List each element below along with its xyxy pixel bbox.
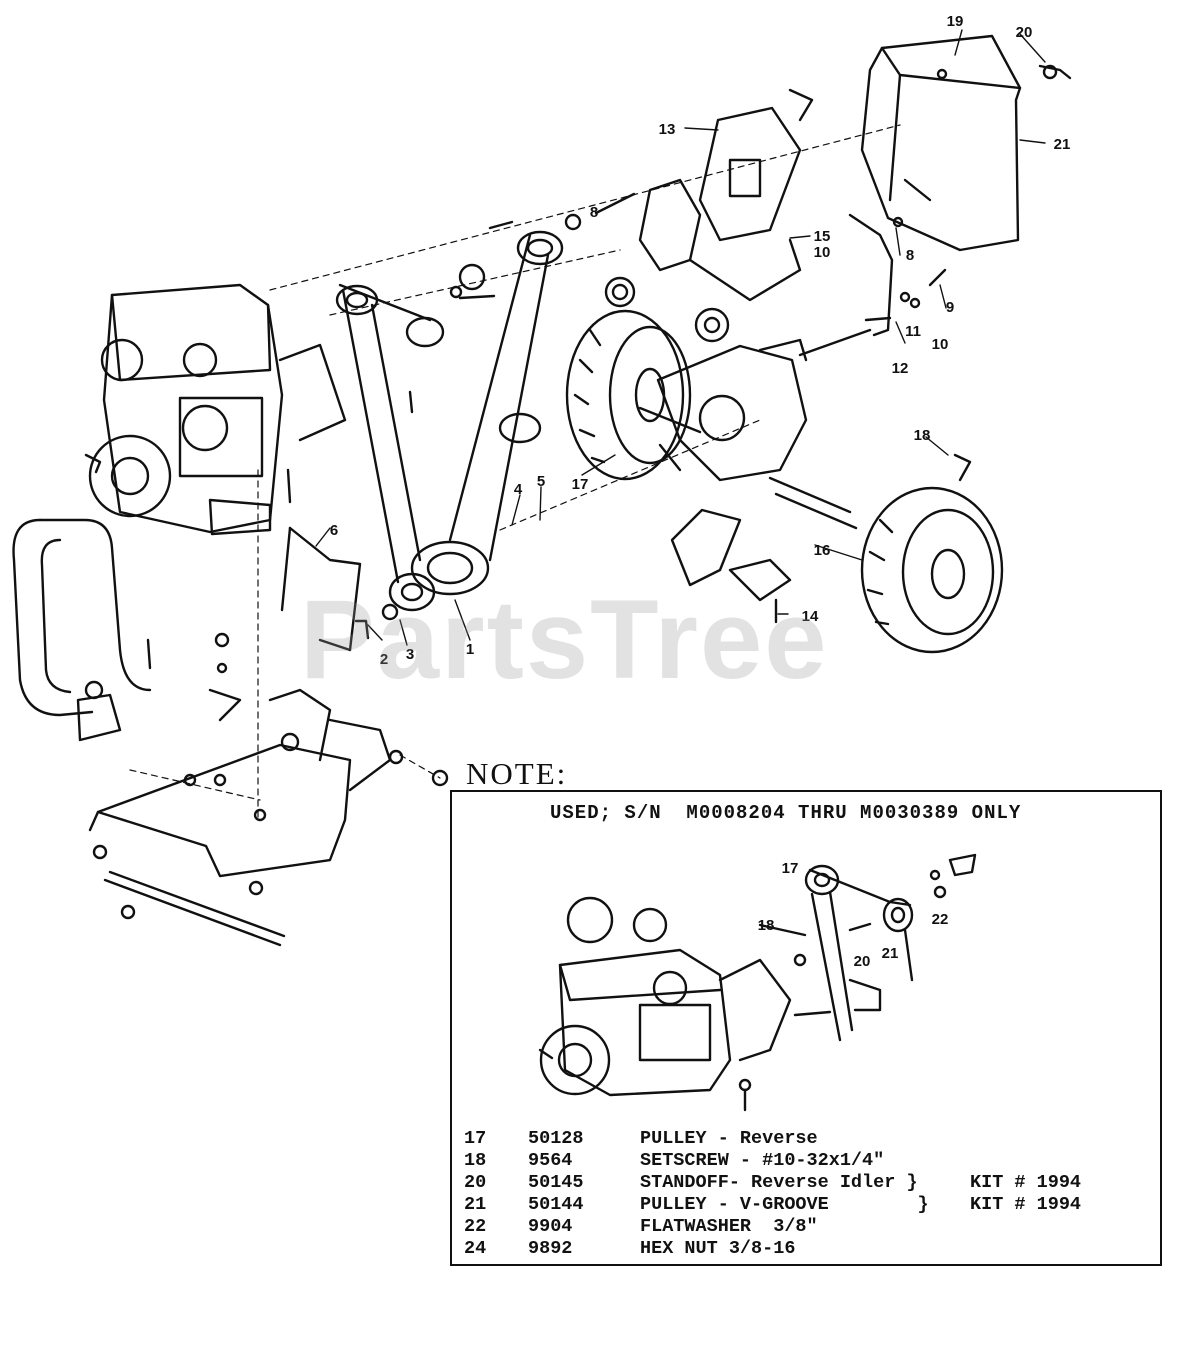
shift-lever [848,178,947,337]
parts-list: 17 50128 PULLEY - Reverse 18 9564 SETSCR… [462,1128,1154,1260]
part-item: 18 [464,1150,487,1171]
note-used-serials: USED; S/N M0008204 THRU M0030389 ONLY [550,802,1022,824]
parts-row: 21 50144 PULLEY - V-GROOVE } KIT # 1994 [462,1194,1154,1216]
engine [84,283,347,536]
callout-16: 16 [814,542,831,559]
callout-1: 1 [466,641,474,658]
handle-bar [12,518,230,742]
callout-17: 17 [572,476,589,493]
control-bracket [604,88,814,343]
part-item: 22 [464,1216,487,1237]
inset-callout-18: 18 [758,917,775,934]
inset-callout-17: 17 [782,860,799,877]
part-number: 50128 [528,1128,584,1149]
part-kit: KIT # 1994 [970,1194,1082,1215]
callout-21: 21 [1054,136,1071,153]
part-number: 9904 [528,1216,573,1237]
part-kit: KIT # 1994 [970,1172,1082,1193]
callout-4: 4 [514,481,523,498]
belt-guard-cover [860,34,1072,252]
part-item: 20 [464,1172,487,1193]
exploded-parts-diagram: 19 20 21 13 8 15 10 8 9 11 10 12 18 17 4… [12,13,1072,1112]
part-description: PULLEY - V-GROOVE } [640,1194,929,1215]
callout-12: 12 [892,360,909,377]
callout-8-right: 8 [906,247,914,264]
callout-13: 13 [659,121,676,138]
callout-10-upper: 10 [814,244,831,261]
part-description: PULLEY - Reverse [640,1128,818,1149]
parts-row: 20 50145 STANDOFF- Reverse Idler } KIT #… [462,1172,1154,1194]
callout-20: 20 [1016,24,1033,41]
parts-row: 24 9892 HEX NUT 3/8-16 [462,1238,1154,1260]
part-number: 50145 [528,1172,584,1193]
part-number: 9564 [528,1150,573,1171]
callout-10-lower: 10 [932,336,949,353]
callout-11: 11 [905,323,921,340]
part-number: 9892 [528,1238,573,1259]
part-item: 24 [464,1238,487,1259]
part-item: 21 [464,1194,487,1215]
inset-callout-20: 20 [854,953,871,970]
note-title: NOTE: [466,756,568,791]
assembly-lines [129,124,901,821]
parts-row: 18 9564 SETSCREW - #10-32x1/4" [462,1150,1154,1172]
part-description: STANDOFF- Reverse Idler } [640,1172,918,1193]
upper-idler-pulley [449,192,636,300]
part-description: SETSCREW - #10-32x1/4" [640,1150,885,1171]
callout-6: 6 [330,522,338,539]
inset-drawing [538,853,977,1112]
part-item: 17 [464,1128,487,1149]
parts-row: 17 50128 PULLEY - Reverse [462,1128,1154,1150]
part-description: HEX NUT 3/8-16 [640,1238,796,1259]
drive-belts [335,233,550,640]
callout-8-upper: 8 [590,204,598,221]
transmission [638,328,872,530]
callout-18: 18 [914,427,931,444]
chassis-plates [88,688,449,947]
callout-15: 15 [814,228,831,245]
inset-callout-22: 22 [932,911,949,928]
part-description: FLATWASHER 3/8" [640,1216,818,1237]
callout-5: 5 [537,473,545,490]
mounting-bracket [280,526,362,652]
right-wheel [860,453,1004,654]
callout-3: 3 [406,646,414,663]
note-box: USED; S/N M0008204 THRU M0030389 ONLY 17… [450,790,1162,1266]
callout-9: 9 [946,299,954,316]
part-number: 50144 [528,1194,584,1215]
leader-lines [315,29,1046,646]
inset-callout-21: 21 [882,945,899,962]
left-wheel [565,309,692,481]
callout-19: 19 [947,13,964,30]
parts-row: 22 9904 FLATWASHER 3/8" [462,1216,1154,1238]
lower-brackets [670,508,792,624]
callout-14: 14 [802,608,819,625]
callout-2: 2 [380,651,388,668]
